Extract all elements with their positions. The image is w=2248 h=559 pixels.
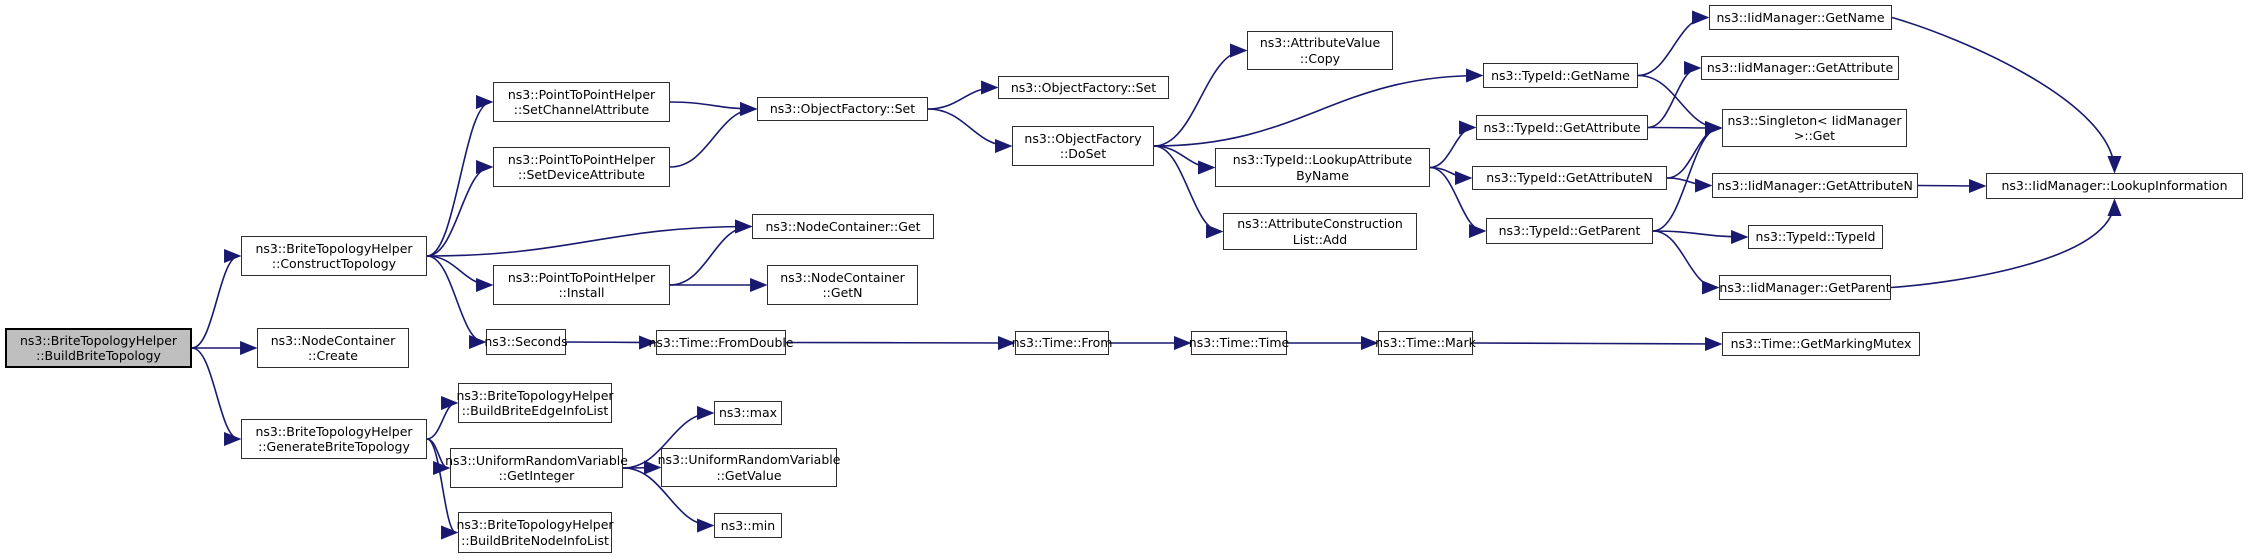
graph-node-time-from-double[interactable]: ns3::Time::FromDouble <box>648 330 794 355</box>
graph-node-p2p-install[interactable]: ns3::PointToPointHelper ::Install <box>493 265 670 305</box>
graph-node-time-time[interactable]: ns3::Time::Time <box>1189 331 1289 355</box>
edge-object-factory-do-set--attribute-value-copy <box>1153 43 1248 147</box>
edge-generate-brite-topology--build-brite-node-info-list <box>426 438 459 540</box>
graph-node-attribute-value-copy[interactable]: ns3::AttributeValue ::Copy <box>1247 31 1393 70</box>
edge-type-id-get-attribute-n--iid-manager-get-attribute-n <box>1666 177 1713 193</box>
graph-node-uniform-random-variable-get-value[interactable]: ns3::UniformRandomVariable ::GetValue <box>658 448 840 487</box>
edge-type-id-get-parent--iid-manager-get-parent <box>1652 230 1720 295</box>
edge-iid-manager-get-name--iid-manager-lookup-information <box>1891 16 2122 174</box>
edge-build-brite-topology--generate-brite-topology <box>191 347 242 446</box>
edge-build-brite-topology--construct-topology <box>191 249 242 349</box>
edge-generate-brite-topology--build-brite-edge-info-list <box>426 396 459 440</box>
graph-node-seconds[interactable]: ns3::Seconds <box>484 329 568 355</box>
edge-construct-topology--seconds <box>426 255 487 349</box>
edge-type-id-get-name--iid-manager-get-name <box>1637 10 1710 77</box>
graph-node-iid-manager-get-parent[interactable]: ns3::IidManager::GetParent <box>1719 275 1891 300</box>
graph-node-ns3-min[interactable]: ns3::min <box>714 513 782 538</box>
edge-time-from-double--time-from <box>785 335 1016 351</box>
edge-type-id-get-attribute--iid-manager-get-attribute <box>1647 61 1702 129</box>
graph-node-type-id-get-name[interactable]: ns3::TypeId::GetName <box>1483 63 1638 88</box>
edge-type-id-get-attribute-n--singleton-iid-manager-get <box>1666 120 1723 179</box>
edge-object-factory-set--object-factory-do-set <box>927 108 1013 154</box>
graph-node-type-id-get-attribute-n[interactable]: ns3::TypeId::GetAttributeN <box>1472 166 1667 190</box>
edge-type-id-lookup-attribute-by-name--type-id-get-attribute <box>1429 120 1477 169</box>
edge-seconds--time-from-double <box>565 335 657 350</box>
edge-construct-topology--node-container-get <box>426 219 753 257</box>
edge-object-factory-do-set--attribute-construction-list-add <box>1153 145 1224 239</box>
edge-object-factory-do-set--type-id-lookup-attribute-by-name <box>1153 145 1216 175</box>
graph-node-object-factory-do-set[interactable]: ns3::ObjectFactory ::DoSet <box>1012 126 1154 166</box>
graph-node-type-id-lookup-attribute-by-name[interactable]: ns3::TypeId::LookupAttribute ByName <box>1215 148 1430 187</box>
edge-time-mark--time-get-marking-mutex <box>1472 336 1723 352</box>
graph-node-build-brite-edge-info-list[interactable]: ns3::BriteTopologyHelper ::BuildBriteEdg… <box>456 383 614 423</box>
edge-construct-topology--set-device-attribute <box>426 160 494 257</box>
graph-node-object-factory-set-2[interactable]: ns3::ObjectFactory::Set <box>998 76 1169 99</box>
graph-node-uniform-random-variable-get-integer[interactable]: ns3::UniformRandomVariable ::GetInteger <box>445 448 628 488</box>
graph-node-build-brite-topology: ns3::BriteTopologyHelper ::BuildBriteTop… <box>5 328 192 368</box>
graph-node-time-from[interactable]: ns3::Time::From <box>1012 331 1112 355</box>
graph-node-singleton-iid-manager-get[interactable]: ns3::Singleton< IidManager >::Get <box>1722 109 1907 147</box>
edge-type-id-get-parent--type-id-type-id <box>1652 229 1749 245</box>
edge-type-id-get-name--singleton-iid-manager-get <box>1637 74 1723 136</box>
graph-node-iid-manager-get-attribute-n[interactable]: ns3::IidManager::GetAttributeN <box>1712 173 1918 198</box>
graph-node-type-id-get-attribute[interactable]: ns3::TypeId::GetAttribute <box>1476 115 1648 140</box>
graph-node-object-factory-set[interactable]: ns3::ObjectFactory::Set <box>757 97 928 121</box>
graph-node-construct-topology[interactable]: ns3::BriteTopologyHelper ::ConstructTopo… <box>241 236 427 276</box>
edge-construct-topology--p2p-install <box>426 255 494 293</box>
edge-set-channel-attribute--object-factory-set <box>669 101 758 117</box>
graph-node-time-get-marking-mutex[interactable]: ns3::Time::GetMarkingMutex <box>1722 332 1920 356</box>
graph-node-iid-manager-get-attribute[interactable]: ns3::IidManager::GetAttribute <box>1701 56 1899 80</box>
edge-object-factory-do-set--type-id-get-name <box>1153 68 1484 147</box>
edge-iid-manager-get-attribute-n--iid-manager-lookup-information <box>1917 178 1987 194</box>
graph-node-generate-brite-topology[interactable]: ns3::BriteTopologyHelper ::GenerateBrite… <box>241 419 427 459</box>
edge-type-id-get-parent--singleton-iid-manager-get <box>1652 121 1723 232</box>
graph-node-ns3-max[interactable]: ns3::max <box>714 401 782 425</box>
edge-p2p-install--node-container-get <box>669 219 753 286</box>
edge-uniform-random-variable-get-integer--ns3-min <box>622 467 715 533</box>
graph-node-iid-manager-lookup-information[interactable]: ns3::IidManager::LookupInformation <box>1986 173 2243 199</box>
graph-node-set-channel-attribute[interactable]: ns3::PointToPointHelper ::SetChannelAttr… <box>493 82 670 122</box>
graph-node-build-brite-node-info-list[interactable]: ns3::BriteTopologyHelper ::BuildBriteNod… <box>456 512 614 553</box>
graph-node-node-container-create[interactable]: ns3::NodeContainer ::Create <box>257 328 409 368</box>
edge-set-device-attribute--object-factory-set <box>669 101 758 168</box>
graph-node-attribute-construction-list-add[interactable]: ns3::AttributeConstruction List::Add <box>1223 213 1417 250</box>
graph-node-node-container-get[interactable]: ns3::NodeContainer::Get <box>752 214 934 239</box>
edge-uniform-random-variable-get-integer--ns3-max <box>622 405 715 469</box>
graph-node-type-id-get-parent[interactable]: ns3::TypeId::GetParent <box>1486 218 1653 244</box>
graph-node-iid-manager-get-name[interactable]: ns3::IidManager::GetName <box>1709 5 1892 30</box>
edge-construct-topology--set-channel-attribute <box>426 95 494 257</box>
edge-type-id-lookup-attribute-by-name--type-id-get-parent <box>1429 166 1487 238</box>
graph-node-set-device-attribute[interactable]: ns3::PointToPointHelper ::SetDeviceAttri… <box>493 147 670 187</box>
graph-node-time-mark[interactable]: ns3::Time::Mark <box>1375 331 1476 355</box>
edge-object-factory-set--object-factory-set-2 <box>927 80 999 110</box>
edge-iid-manager-get-parent--iid-manager-lookup-information <box>1890 198 2122 289</box>
graph-node-node-container-getn[interactable]: ns3::NodeContainer ::GetN <box>767 265 918 305</box>
graph-node-type-id-type-id[interactable]: ns3::TypeId::TypeId <box>1748 225 1883 249</box>
edge-type-id-get-attribute--singleton-iid-manager-get <box>1647 120 1723 136</box>
